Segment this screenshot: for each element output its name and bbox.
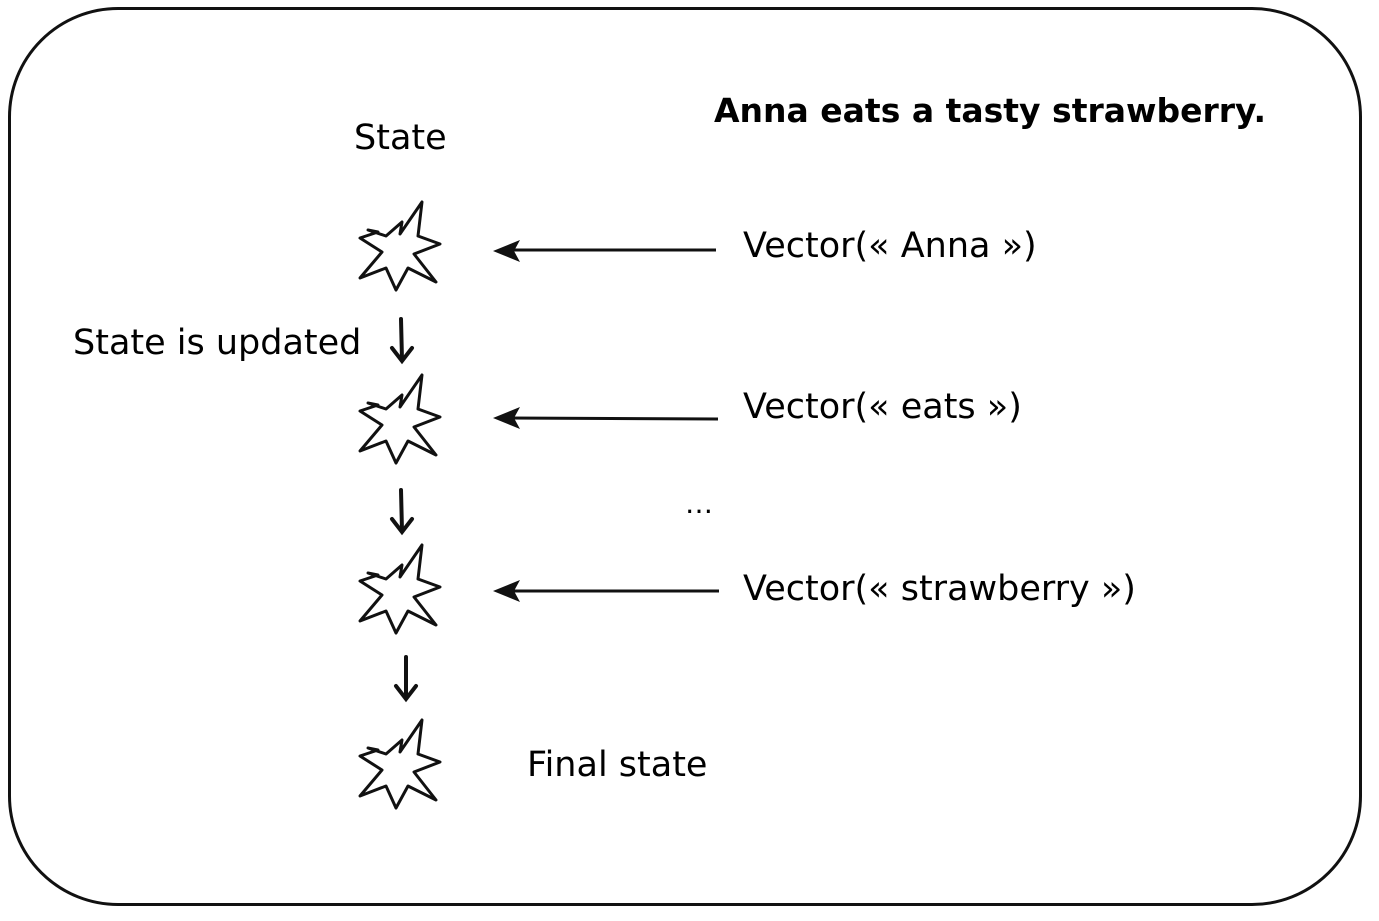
update-arrow-1 (390, 317, 414, 365)
final-state-label: Final state (527, 745, 708, 785)
input-vector-eats: Vector(« eats ») (743, 387, 1022, 427)
update-arrow-3 (394, 655, 418, 703)
state-node-final (358, 718, 442, 810)
state-updated-label: State is updated (73, 323, 362, 363)
input-arrow-3 (493, 580, 719, 602)
input-arrow-1 (493, 240, 716, 262)
state-node-3 (358, 543, 442, 635)
sentence-title: Anna eats a tasty strawberry. (714, 91, 1267, 130)
state-node-2 (358, 373, 442, 465)
input-vector-anna: Vector(« Anna ») (743, 226, 1037, 266)
ellipsis-label: … (685, 487, 713, 520)
input-arrow-2 (493, 407, 719, 429)
diagram-frame (8, 7, 1362, 906)
state-node-1 (358, 200, 442, 292)
update-arrow-2 (390, 488, 414, 536)
input-vector-strawberry: Vector(« strawberry ») (743, 569, 1136, 609)
state-header: State (354, 118, 447, 158)
